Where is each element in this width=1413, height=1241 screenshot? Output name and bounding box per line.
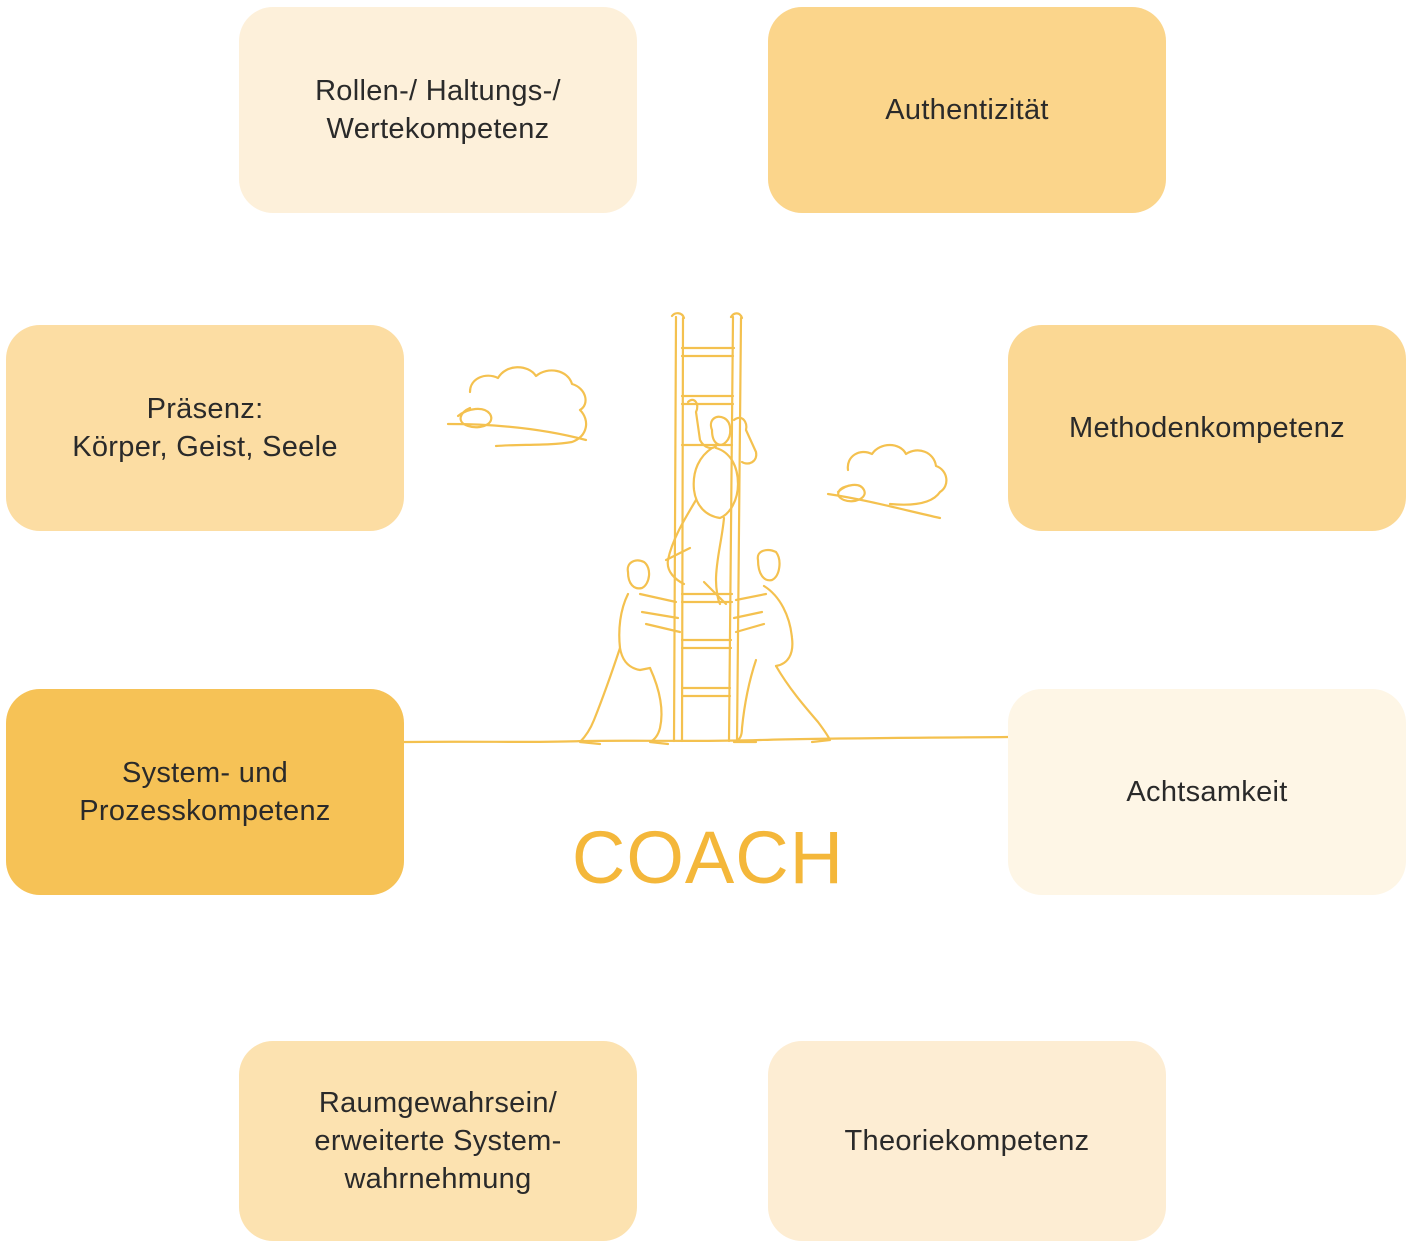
box-system-und-prozesskompetenz: System- und Prozesskompetenz — [6, 689, 404, 895]
cloud-right — [826, 443, 948, 520]
box-raumgewahrsein: Raumgewahrsein/ erweiterte System- wahrn… — [239, 1041, 637, 1241]
box-praesenz: Präsenz: Körper, Geist, Seele — [6, 325, 404, 531]
climber-figure — [664, 398, 758, 606]
box-authentizitaet: Authentizität — [768, 7, 1166, 213]
ground-line — [401, 735, 1010, 744]
ladder — [670, 312, 744, 743]
cloud-left — [446, 366, 588, 448]
box-label: Methodenkompetenz — [1069, 412, 1345, 444]
box-label: Raumgewahrsein/ erweiterte System- wahrn… — [314, 1087, 562, 1195]
box-label: Achtsamkeit — [1126, 776, 1288, 808]
coach-title: COACH — [571, 816, 845, 899]
box-rollen-haltungs-wertekompetenz: Rollen-/ Haltungs-/ Wertekompetenz — [239, 7, 637, 213]
box-label: Theoriekompetenz — [844, 1125, 1090, 1157]
box-theoriekompetenz: Theoriekompetenz — [768, 1041, 1166, 1241]
box-label: Rollen-/ Haltungs-/ Wertekompetenz — [315, 75, 561, 145]
box-label: System- und Prozesskompetenz — [79, 757, 331, 827]
box-label: Präsenz: Körper, Geist, Seele — [72, 393, 338, 463]
left-supporter-figure — [578, 559, 682, 746]
box-label: Authentizität — [885, 94, 1049, 126]
right-supporter-figure — [732, 549, 832, 744]
box-methodenkompetenz: Methodenkompetenz — [1008, 325, 1406, 531]
box-achtsamkeit: Achtsamkeit — [1008, 689, 1406, 895]
